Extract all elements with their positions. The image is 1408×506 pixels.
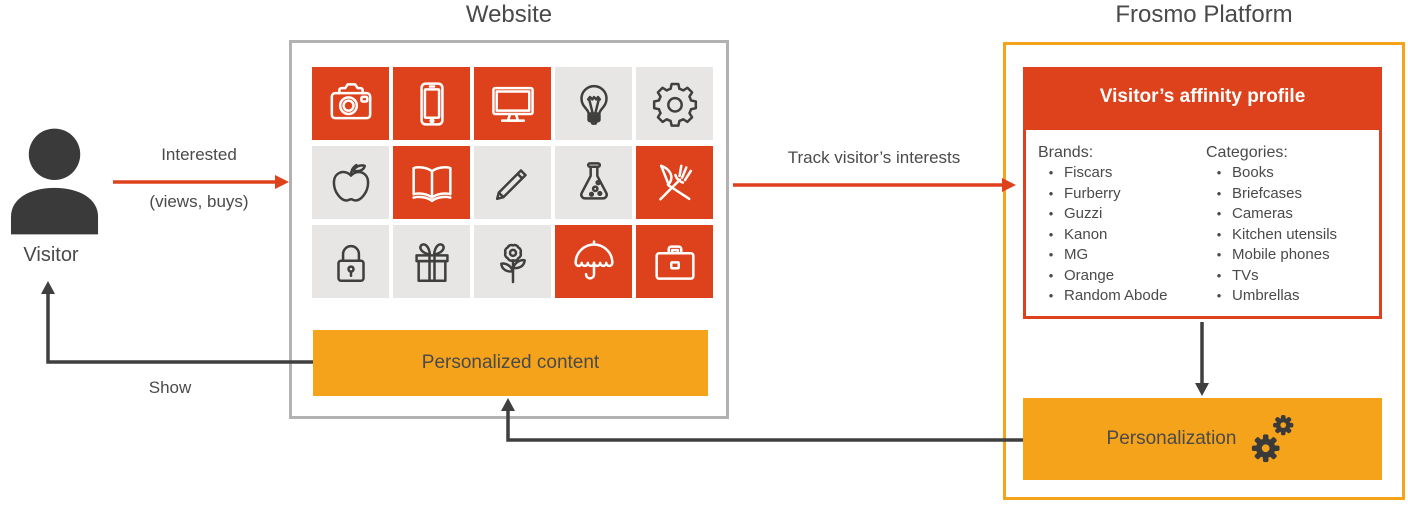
- list-item-label: Fiscars: [1064, 164, 1113, 181]
- bullet-icon: •: [1216, 165, 1222, 180]
- flask-icon: [579, 161, 608, 200]
- list-item-label: Guzzi: [1064, 205, 1103, 222]
- list-item-label: Umbrellas: [1232, 287, 1300, 304]
- views-buys-label: (views, buys): [149, 192, 249, 211]
- personalized-content-box: Personalized content: [313, 330, 708, 396]
- bullet-icon: •: [1048, 226, 1054, 242]
- interested-label: Interested: [161, 145, 237, 164]
- bullet-icon: •: [1048, 165, 1054, 180]
- cutlery-icon: [658, 164, 692, 200]
- list-item-label: Orange: [1064, 266, 1115, 284]
- flower-icon: [499, 243, 526, 283]
- tile-camera: [312, 67, 389, 140]
- umbrella-icon: [573, 239, 614, 280]
- list-item: • Furberry: [1038, 184, 1206, 205]
- gear-icon: [652, 82, 697, 127]
- list-item: • Cameras: [1206, 204, 1379, 225]
- list-item-label: Briefcases: [1232, 184, 1303, 202]
- affinity-profile-header: Visitor’s affinity profile: [1023, 67, 1382, 127]
- apple-icon: [332, 163, 369, 202]
- brands-header: Brands:: [1038, 144, 1094, 161]
- list-item: • Kitchen utensils: [1206, 225, 1379, 246]
- list-item: • Kanon: [1038, 225, 1206, 246]
- list-item-label: Mobile phones: [1232, 246, 1330, 263]
- tile-cutlery: [636, 146, 713, 219]
- bullet-icon: •: [1216, 267, 1222, 283]
- product-icon-grid: [312, 67, 713, 298]
- tile-book: [393, 146, 470, 219]
- tile-lightbulb: [555, 67, 632, 140]
- tile-umbrella: [555, 225, 632, 298]
- briefcase-icon: [654, 244, 695, 280]
- show-label: Show: [148, 378, 192, 397]
- lightbulb-icon: [579, 84, 608, 125]
- tile-monitor: [474, 67, 551, 140]
- list-item: • MG: [1038, 245, 1206, 266]
- bullet-icon: •: [1048, 267, 1054, 283]
- gift-icon: [414, 242, 449, 282]
- frosmo-platform-title: Frosmo Platform: [1115, 1, 1293, 28]
- tile-flask: [555, 146, 632, 219]
- book-icon: [411, 165, 452, 202]
- track-interests-label: Track visitor’s interests: [787, 148, 961, 167]
- padlock-icon: [336, 244, 365, 282]
- categories-header: Categories:: [1206, 144, 1288, 161]
- visitor-person-icon: [10, 128, 99, 235]
- brands-column: Brands: • Fiscars • Furberry • Guzzi • Kanon • MG…: [1038, 143, 1206, 316]
- list-item-label: Books: [1232, 164, 1274, 181]
- bullet-icon: •: [1048, 247, 1054, 262]
- tile-smartphone: [393, 67, 470, 140]
- tile-briefcase: [636, 225, 713, 298]
- personalization-label: Personalization: [1106, 428, 1237, 449]
- list-item-label: Kanon: [1064, 225, 1108, 243]
- tile-gift: [393, 225, 470, 298]
- tile-apple: [312, 146, 389, 219]
- gears-icon: [1252, 415, 1294, 463]
- bullet-icon: •: [1216, 206, 1222, 221]
- list-item: • Mobile phones: [1206, 245, 1379, 266]
- list-item-label: Random Abode: [1064, 287, 1168, 304]
- bullet-icon: •: [1048, 288, 1054, 303]
- website-title: Website: [465, 1, 553, 28]
- camera-icon: [330, 82, 371, 119]
- tile-gear: [636, 67, 713, 140]
- list-item: • Books: [1206, 163, 1379, 184]
- tile-pencil: [474, 146, 551, 219]
- personalization-box: Personalization: [1023, 398, 1382, 480]
- bullet-icon: •: [1216, 226, 1222, 242]
- brands-list: •Fiscars•Furberry•Guzzi•Kanon•MG•Orange•…: [1038, 163, 1206, 307]
- list-item: • Random Abode: [1038, 286, 1206, 307]
- bullet-icon: •: [1216, 288, 1222, 303]
- personalized-content-label: Personalized content: [421, 352, 600, 373]
- list-item: • Umbrellas: [1206, 286, 1379, 307]
- smartphone-icon: [419, 81, 444, 126]
- categories-list: • Books • Briefcases • Cameras • Kitchen utensi…: [1206, 163, 1379, 307]
- show-arrow: [41, 281, 313, 364]
- tile-padlock: [312, 225, 389, 298]
- list-item: • Fiscars: [1038, 163, 1206, 184]
- categories-column: Categories: • Books • Briefcases • Cameras • Ki…: [1206, 143, 1379, 316]
- list-item: • TVs: [1206, 266, 1379, 287]
- list-item: • Guzzi: [1038, 204, 1206, 225]
- monitor-icon: [491, 86, 534, 122]
- pencil-icon: [495, 168, 527, 200]
- tile-flower: [474, 225, 551, 298]
- affinity-profile-title: Visitor’s affinity profile: [1099, 86, 1306, 107]
- bullet-icon: •: [1216, 247, 1222, 262]
- list-item-label: MG: [1064, 246, 1089, 263]
- list-item-label: Kitchen utensils: [1232, 225, 1338, 243]
- list-item: • Orange: [1038, 266, 1206, 287]
- interested-arrow: [113, 175, 289, 189]
- affinity-profile-body: Brands: • Fiscars • Furberry • Guzzi • Kanon • MG…: [1023, 127, 1382, 319]
- visitor-label: Visitor: [23, 244, 79, 266]
- list-item-label: TVs: [1232, 266, 1259, 284]
- bullet-icon: •: [1048, 185, 1054, 201]
- bullet-icon: •: [1048, 206, 1054, 221]
- track-interests-arrow: [733, 178, 1016, 192]
- bullet-icon: •: [1216, 185, 1222, 201]
- list-item-label: Cameras: [1232, 205, 1293, 222]
- list-item-label: Furberry: [1064, 184, 1121, 202]
- list-item: • Briefcases: [1206, 184, 1379, 205]
